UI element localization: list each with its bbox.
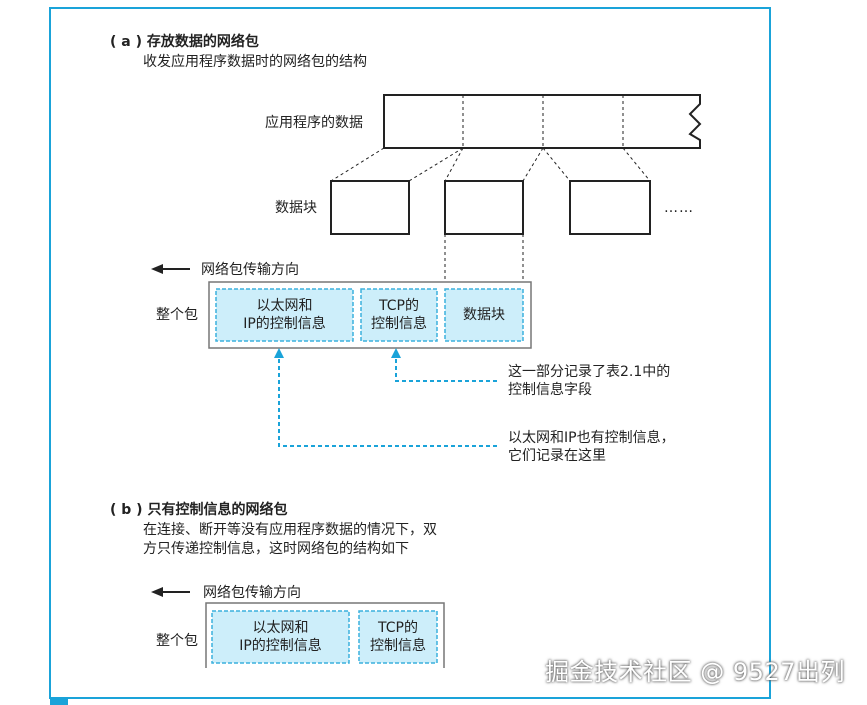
cell-b-ethernet-line1: 以太网和	[252, 620, 309, 636]
whole-packet-label-b: 整个包	[156, 633, 198, 649]
cell-b-tcp-line1: TCP的	[378, 620, 418, 636]
cell-tcp-line2: 控制信息	[371, 316, 427, 332]
packet-b-cell-ethernet-ip	[211, 610, 350, 664]
projection-line	[522, 147, 544, 182]
cell-b-tcp-line2: 控制信息	[370, 638, 426, 654]
packet-b-cell-tcp	[358, 610, 438, 664]
frame-border	[49, 7, 771, 699]
cell-ethernet-line2: IP的控制信息	[243, 316, 326, 332]
section-b-heading: ( b ) 只有控制信息的网络包	[110, 502, 288, 518]
note1-line2: 控制信息字段	[508, 382, 592, 398]
app-data-bar	[383, 94, 702, 149]
note2-line2: 它们记录在这里	[508, 448, 606, 464]
ellipsis: ……	[664, 200, 694, 216]
data-chunk	[444, 180, 524, 235]
data-chunk	[330, 180, 410, 235]
cell-tcp-line1: TCP的	[379, 298, 419, 314]
direction-arrowhead	[151, 264, 163, 274]
frame-corner-tab	[50, 698, 68, 705]
note2-line1: 以太网和IP也有控制信息，	[508, 430, 675, 446]
section-a-heading: ( a ) 存放数据的网络包	[110, 34, 259, 50]
projection-line	[444, 147, 464, 182]
projection-line	[542, 147, 571, 182]
cell-ethernet-line1: 以太网和	[256, 298, 313, 314]
chunk-label: 数据块	[275, 200, 317, 216]
data-chunk	[569, 180, 651, 235]
projection-line	[330, 147, 385, 182]
packet-cell-data	[444, 288, 524, 342]
watermark: 掘金技术社区 @ 9527出列	[545, 658, 845, 686]
note-arrowhead-tcp	[391, 348, 401, 358]
whole-packet-label: 整个包	[156, 307, 198, 323]
packet-cell-tcp	[360, 288, 438, 342]
direction-label: 网络包传输方向	[201, 262, 299, 278]
section-b-desc-line2: 方只传递控制信息，这时网络包的结构如下	[143, 541, 409, 557]
section-a-subheading: 收发应用程序数据时的网络包的结构	[143, 54, 367, 70]
note-arrowhead-ethernet	[274, 348, 284, 358]
direction-arrowhead-b	[151, 587, 163, 597]
note-arrow-tcp	[395, 355, 497, 382]
note-arrow-ethernet	[278, 355, 497, 447]
projection-line	[408, 147, 464, 182]
cell-b-ethernet-line2: IP的控制信息	[239, 638, 322, 654]
direction-label-b: 网络包传输方向	[203, 585, 301, 601]
projection-line	[622, 147, 651, 182]
packet-cell-ethernet-ip	[215, 288, 354, 342]
note1-line1: 这一部分记录了表2.1中的	[508, 364, 671, 380]
cell-data: 数据块	[463, 307, 505, 323]
app-data-label: 应用程序的数据	[265, 115, 363, 131]
section-b-desc-line1: 在连接、断开等没有应用程序数据的情况下，双	[143, 522, 437, 538]
